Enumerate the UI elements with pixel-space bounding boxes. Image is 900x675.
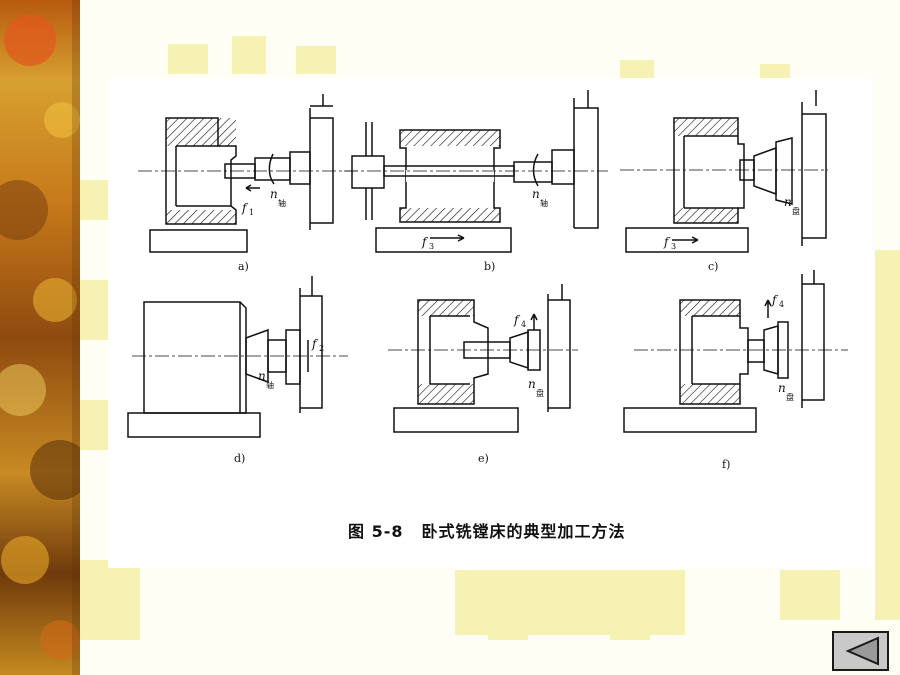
panel-e-speed-subscript: 盘 — [536, 388, 544, 398]
panel-f-feed-symbol: f — [771, 293, 779, 307]
panel-f-label: f) — [722, 458, 730, 471]
figure-panel: a) b) c) d) e) f) f 1 n 轴 f 3 n 轴 f 3 n … — [108, 78, 873, 568]
triangle-left-icon — [845, 636, 879, 666]
panel-e-label: e) — [478, 452, 489, 465]
panel-f-drawing — [623, 270, 848, 433]
panel-d-feed-subscript: 2 — [319, 344, 324, 353]
panel-d-label: d) — [234, 452, 245, 465]
panel-b-feed-symbol: f — [421, 235, 429, 249]
panel-d-drawing — [127, 276, 348, 438]
panel-c-speed-subscript: 盘 — [792, 206, 800, 216]
panel-f-speed-subscript: 盘 — [786, 392, 794, 402]
panel-c-speed-symbol: n — [784, 195, 792, 209]
panel-e-feed-subscript: 4 — [521, 320, 526, 329]
panel-b-feed-subscript: 3 — [429, 242, 434, 251]
machining-methods-diagram: a) b) c) d) e) f) f 1 n 轴 f 3 n 轴 f 3 n … — [127, 90, 848, 471]
panel-a-feed-symbol: f — [241, 201, 249, 215]
panel-c-feed-symbol: f — [663, 235, 671, 249]
panel-c-feed-subscript: 3 — [671, 242, 676, 251]
panel-a-feed-subscript: 1 — [249, 208, 254, 217]
panel-b-speed-subscript: 轴 — [540, 198, 548, 208]
panel-d-feed-symbol: f — [311, 337, 319, 351]
panel-a-speed-subscript: 轴 — [278, 198, 286, 208]
panel-a-speed-symbol: n — [270, 187, 278, 201]
figure-caption-title: 卧式铣镗床的典型加工方法 — [421, 522, 626, 541]
panel-c-label: c) — [708, 260, 718, 273]
panel-d-speed-subscript: 轴 — [266, 380, 274, 390]
panel-f-speed-symbol: n — [778, 381, 786, 395]
panel-b-drawing — [344, 90, 608, 253]
panel-f-feed-subscript: 4 — [779, 300, 784, 309]
back-nav-button[interactable] — [832, 631, 889, 671]
panel-b-speed-symbol: n — [532, 187, 540, 201]
figure-caption: 图 5-8 卧式铣镗床的典型加工方法 — [348, 518, 626, 542]
panel-d-speed-symbol: n — [258, 369, 266, 383]
panel-e-feed-symbol: f — [513, 313, 521, 327]
panel-b-label: b) — [484, 260, 495, 273]
panel-a-label: a) — [238, 260, 249, 273]
decorative-gear-strip — [0, 0, 80, 675]
panel-c-drawing — [620, 90, 828, 253]
panel-e-speed-symbol: n — [528, 377, 536, 391]
panel-e-drawing — [388, 284, 578, 433]
figure-caption-number: 图 5-8 — [348, 522, 404, 541]
panel-a-drawing — [138, 94, 358, 253]
